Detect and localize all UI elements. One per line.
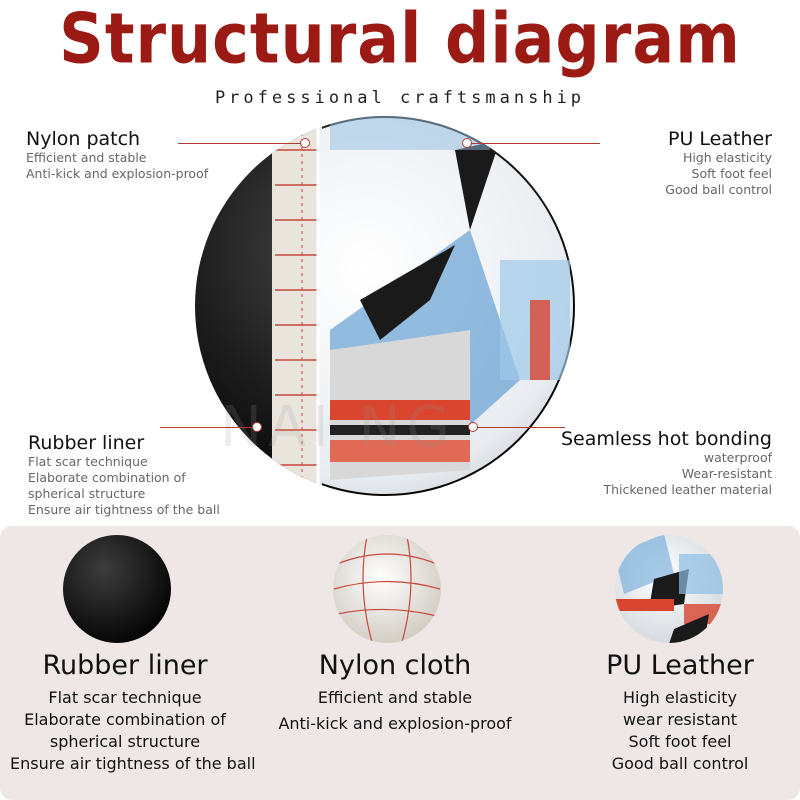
layer-nylon-cloth-line: Anti-kick and explosion-proof bbox=[278, 714, 512, 733]
callout-nylon-patch-line: Anti-kick and explosion-proof bbox=[26, 166, 209, 181]
layer-pu-leather-line: wear resistant bbox=[622, 710, 738, 729]
layer-rubber-liner-line: Ensure air tightness of the ball bbox=[10, 754, 256, 773]
layer-rubber-liner: Rubber liner Flat scar technique Elabora… bbox=[10, 650, 256, 775]
nylon-cloth-ball-image bbox=[333, 535, 441, 643]
pu-leather-ball-image bbox=[615, 535, 723, 643]
layer-pu-leather-line: High elasticity bbox=[623, 688, 737, 707]
layer-rubber-liner-line: spherical structure bbox=[49, 732, 201, 751]
leader-nylon-patch bbox=[178, 143, 303, 144]
layer-pu-leather-title: PU Leather bbox=[606, 650, 754, 681]
layer-pu-leather-line: Soft foot feel bbox=[628, 732, 732, 751]
callout-rubber-liner: Rubber liner Flat scar technique Elabora… bbox=[28, 432, 220, 518]
leader-dot-pu-leather bbox=[462, 138, 472, 148]
leader-pu-leather bbox=[470, 143, 600, 144]
callout-seamless-line: waterproof bbox=[703, 450, 772, 465]
callout-pu-leather-title: PU Leather bbox=[668, 128, 772, 150]
layer-pu-leather-line: Good ball control bbox=[611, 754, 749, 773]
leader-rubber-liner bbox=[160, 427, 255, 428]
callout-rubber-liner-line: Ensure air tightness of the ball bbox=[28, 502, 220, 517]
layer-rubber-liner-title: Rubber liner bbox=[42, 650, 208, 681]
callout-rubber-liner-title: Rubber liner bbox=[28, 432, 145, 454]
callout-pu-leather-line: Good ball control bbox=[665, 182, 772, 197]
page-subtitle: Professional craftsmanship bbox=[214, 88, 586, 108]
callout-nylon-patch-line: Efficient and stable bbox=[26, 150, 147, 165]
leader-dot-rubber-liner bbox=[252, 422, 262, 432]
layer-nylon-cloth: Nylon cloth Efficient and stable Anti-ki… bbox=[270, 650, 520, 735]
cutaway-ball-illustration bbox=[195, 115, 575, 496]
leader-dot-seamless bbox=[468, 422, 478, 432]
leader-dot-nylon-patch bbox=[300, 138, 310, 148]
callout-rubber-liner-line: Elaborate combination of bbox=[28, 470, 186, 485]
callout-pu-leather-line: Soft foot feel bbox=[691, 166, 772, 181]
leader-seamless bbox=[475, 427, 565, 428]
callout-rubber-liner-line: spherical structure bbox=[28, 486, 146, 501]
page-title: Structural diagram bbox=[59, 0, 741, 80]
layer-rubber-liner-line: Elaborate combination of bbox=[24, 710, 226, 729]
layer-nylon-cloth-line: Efficient and stable bbox=[317, 688, 473, 707]
callout-nylon-patch: Nylon patch Efficient and stable Anti-ki… bbox=[26, 128, 208, 182]
layer-nylon-cloth-title: Nylon cloth bbox=[318, 650, 472, 681]
layer-pu-leather: PU Leather High elasticity wear resistan… bbox=[570, 650, 790, 775]
callout-seamless-title: Seamless hot bonding bbox=[560, 428, 772, 450]
callout-seamless-line: Wear-resistant bbox=[681, 466, 772, 481]
callout-seamless-bonding: Seamless hot bonding waterproof Wear-res… bbox=[561, 428, 772, 498]
callout-pu-leather-line: High elasticity bbox=[682, 150, 772, 165]
callout-nylon-patch-title: Nylon patch bbox=[26, 128, 141, 150]
callout-rubber-liner-line: Flat scar technique bbox=[28, 454, 148, 469]
layer-rubber-liner-line: Flat scar technique bbox=[48, 688, 202, 707]
rubber-liner-ball-image bbox=[63, 535, 171, 643]
callout-pu-leather: PU Leather High elasticity Soft foot fee… bbox=[665, 128, 772, 198]
callout-seamless-line: Thickened leather material bbox=[603, 482, 772, 497]
